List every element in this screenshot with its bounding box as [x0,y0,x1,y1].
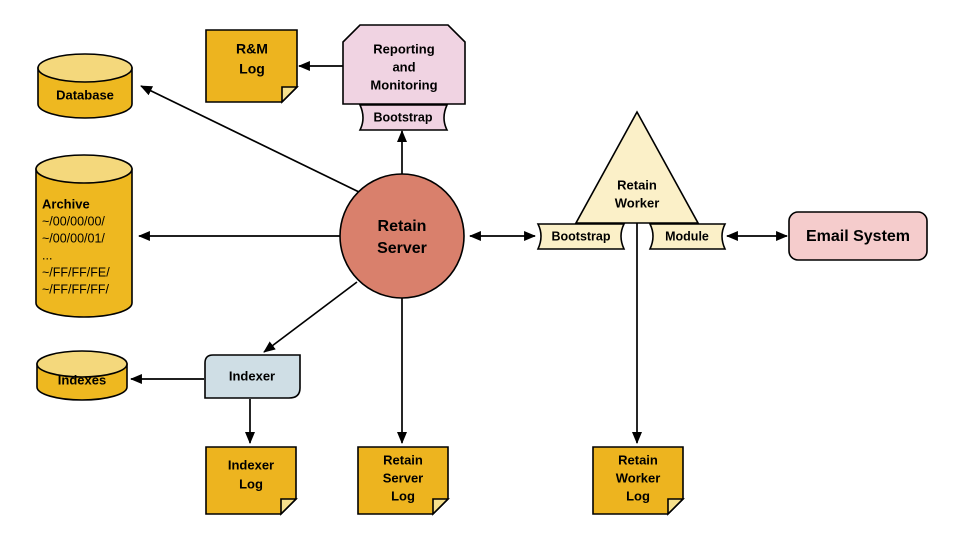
archive-path-2: ... [42,248,52,262]
worker-bootstrap-label: Bootstrap [551,229,610,243]
connections-layer [130,61,788,444]
archive-label: Archive [42,196,90,211]
node-indexer-log[interactable]: Indexer Log [205,446,298,516]
retain-server-circle [339,173,465,299]
rm-log-label-line-1: Log [239,61,265,77]
node-retain-server-log[interactable]: Retain Server Log [357,446,450,516]
node-retain-worker-log[interactable]: Retain Worker Log [592,446,685,516]
archive-path-1: ~/00/00/01/ [42,231,105,245]
node-worker-module[interactable]: Module [648,223,727,250]
node-email-system[interactable]: Email System [788,211,928,261]
worker-module-label: Module [665,229,709,243]
indexes-cylinder-top [36,350,128,378]
indexes-label: Indexes [58,372,106,387]
archive-path-4: ~/FF/FF/FF/ [42,282,110,296]
email-system-label: Email System [806,228,910,245]
reporting-monitoring-line-2: Monitoring [370,77,437,92]
reporting-bootstrap-label: Bootstrap [373,110,432,124]
node-retain-worker[interactable]: Retain Worker [574,110,700,224]
worker-bootstrap-shape [536,223,626,250]
node-archive[interactable]: Archive ~/00/00/00/ ~/00/00/01/ ... ~/FF… [35,154,133,318]
archive-path-3: ~/FF/FF/FE/ [42,265,110,279]
retain-server-log-line-1: Server [383,470,423,485]
worker-module-shape [648,223,727,250]
indexer-log-line-0: Indexer [228,457,274,472]
reporting-monitoring-shape [342,24,466,105]
retain-server-line-1: Server [377,240,427,257]
database-cylinder-top [37,53,133,83]
indexer-label: Indexer [229,368,275,383]
retain-server-log-line-2: Log [391,488,415,503]
email-system-shape [788,211,928,261]
node-rm-log[interactable]: R&M Log [205,29,299,104]
retain-worker-line-0: Retain [617,177,657,192]
retain-worker-line-1: Worker [615,195,660,210]
indexer-log-fold-icon [280,498,298,516]
retain-worker-log-line-2: Log [626,488,650,503]
retain-worker-triangle [574,110,700,224]
rm-log-fold-icon [281,86,299,104]
connection-server-to-database [140,85,360,193]
reporting-monitoring-line-0: Reporting [373,41,434,56]
database-label: Database [56,87,114,102]
archive-cylinder-body [35,168,133,318]
rm-log-label-line-0: R&M [236,41,268,57]
archive-path-0: ~/00/00/00/ [42,214,105,228]
reporting-monitoring-line-1: and [392,59,415,74]
retain-worker-log-line-0: Retain [618,452,658,467]
retain-worker-log-fold-icon [667,498,685,516]
archive-cylinder-top [35,154,133,184]
connection-server-to-indexer [263,281,358,353]
indexer-log-line-1: Log [239,476,263,491]
node-worker-bootstrap[interactable]: Bootstrap [536,223,626,250]
retain-server-line-0: Retain [378,218,427,235]
retain-server-log-fold-icon [432,498,450,516]
node-indexer[interactable]: Indexer [204,354,301,399]
retain-worker-log-line-1: Worker [616,470,661,485]
node-database[interactable]: Database [37,53,133,119]
node-indexes[interactable]: Indexes [36,350,128,401]
node-reporting-bootstrap[interactable]: Bootstrap [358,104,449,131]
reporting-bootstrap-shape [358,104,449,131]
indexer-shape [204,354,301,399]
node-retain-server[interactable]: Retain Server [339,173,465,299]
node-reporting-monitoring[interactable]: Reporting and Monitoring [342,24,466,105]
retain-server-log-line-0: Retain [383,452,423,467]
